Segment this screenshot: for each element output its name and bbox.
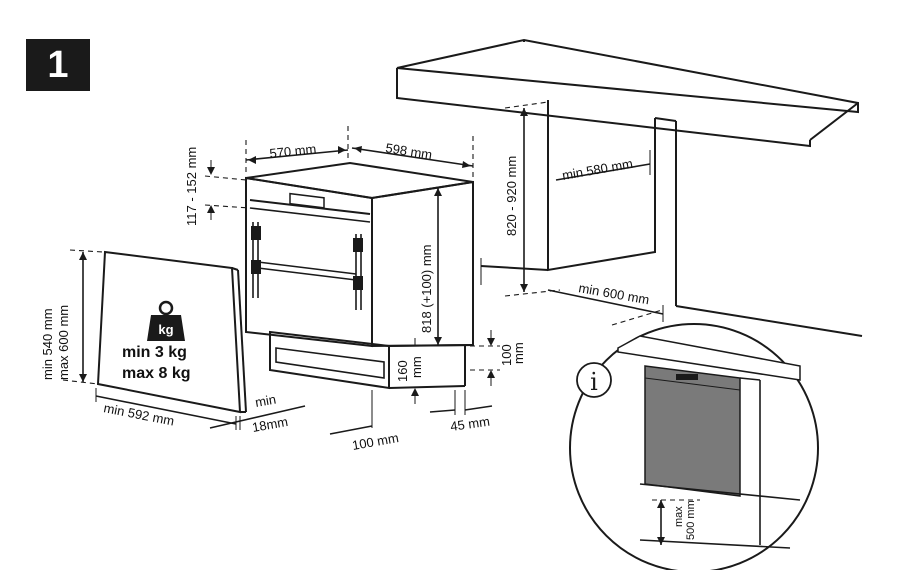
inset-max-label: max [673,506,685,527]
step-number-badge: 1 [26,39,90,91]
weight-kg-icon: kg [147,300,185,341]
dishwasher-body [245,161,474,390]
door-weight-max: max 8 kg [122,365,190,382]
door-height-max: max 600 mm [56,305,71,380]
info-symbol: i [590,368,598,396]
panel-gap: 117 - 152 mm [184,147,199,226]
appliance-height: 818 (+100) mm [419,244,434,333]
plinth-height-value: 160 [395,360,410,382]
door-thickness-value: 18mm [251,414,289,435]
door-panel [62,249,306,430]
info-inset [569,323,819,570]
rear-gap: 45 mm [449,414,490,434]
door-height-min: min 540 mm [40,308,55,380]
info-icon: i [576,362,612,398]
plinth-depth: 100 mm [351,430,400,453]
inset-max-value: 500 mm [685,500,697,540]
weight-unit-label: kg [158,322,173,337]
appliance-depth: 570 mm [269,141,317,161]
door-weight-min: min 3 kg [122,344,187,361]
niche-height: 820 - 920 mm [504,156,519,236]
door-thickness-min: min [254,392,277,410]
countertop-niche [396,38,863,337]
foot-adjust-value: 100 [499,344,514,366]
foot-adjust-unit: mm [511,342,526,364]
niche-depth: min 580 mm [561,156,634,183]
plinth-height-unit: mm [409,356,424,378]
appliance-width: 598 mm [385,140,434,162]
appliance-dimensions [204,126,500,435]
